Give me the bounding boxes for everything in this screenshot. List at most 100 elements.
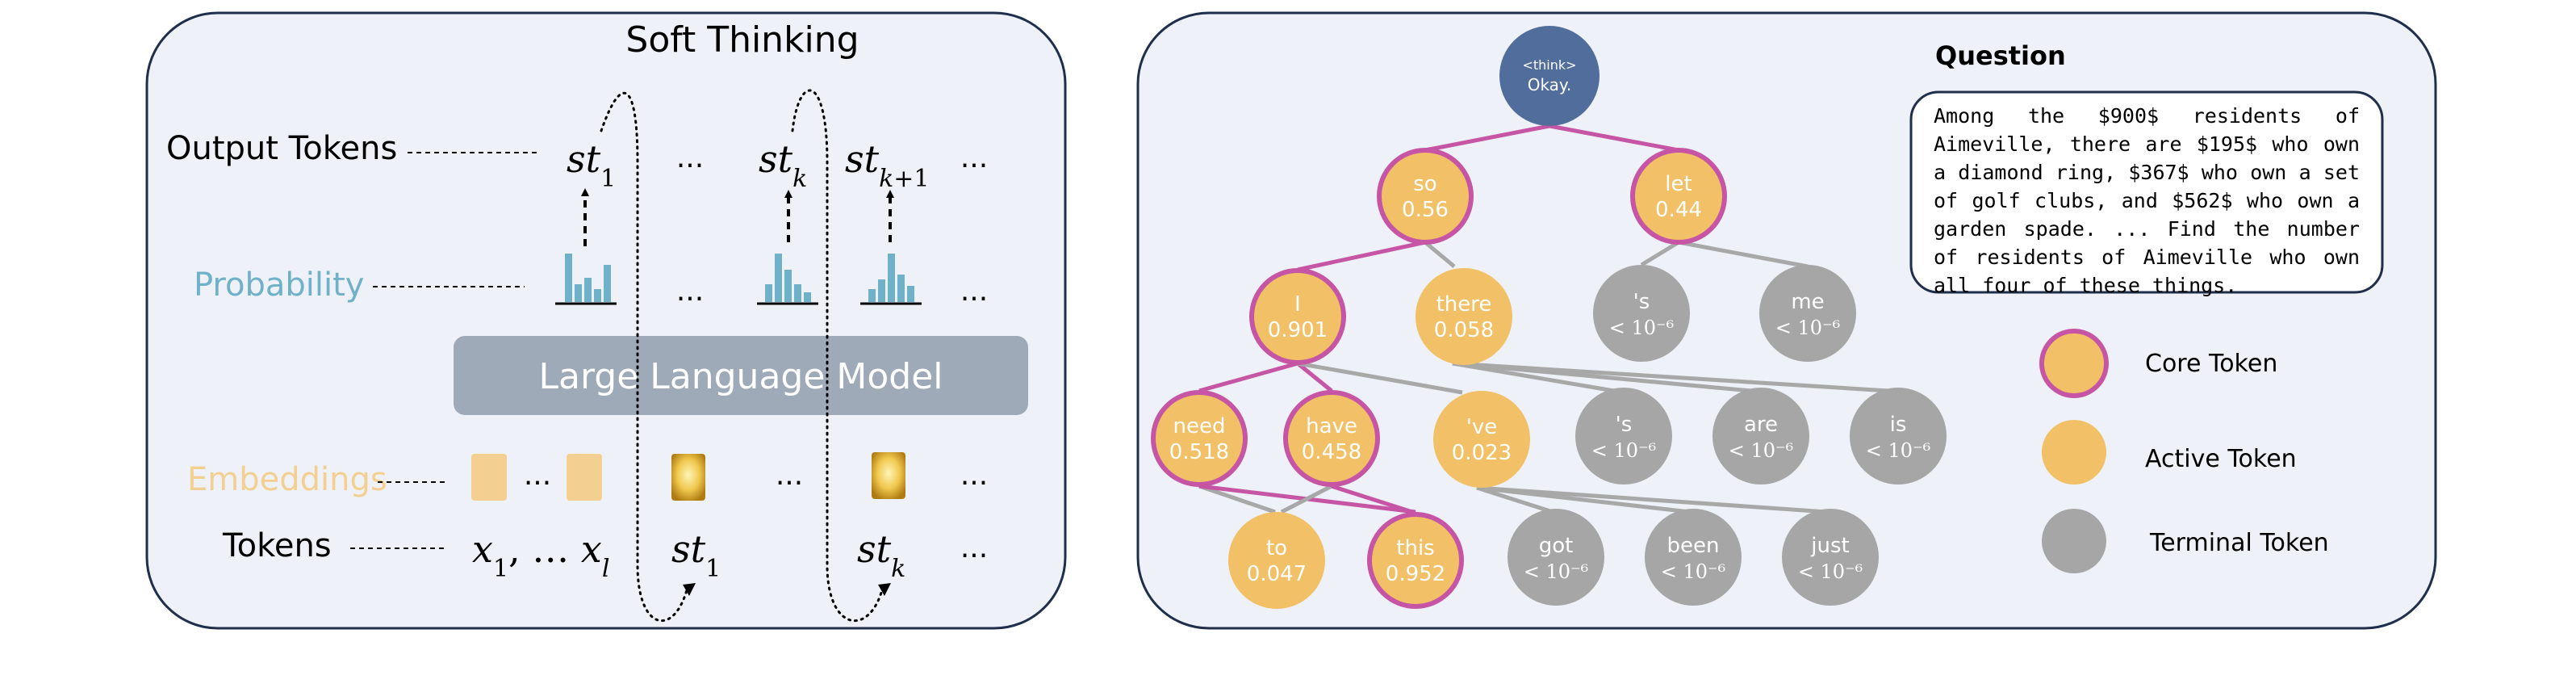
- edge-root-so: [1424, 124, 1550, 153]
- svg-text:< 10⁻⁶: < 10⁻⁶: [1591, 439, 1657, 462]
- edge-ve-just: [1476, 485, 1828, 514]
- node-me: me < 10⁻⁶: [1759, 265, 1856, 362]
- question-box-frame: [1909, 90, 2384, 294]
- node-s2: 's < 10⁻⁶: [1575, 388, 1672, 485]
- embedding-soft-k: [872, 452, 905, 499]
- input-ellipsis-end: ...: [960, 531, 988, 564]
- edge-I-ve: [1297, 361, 1463, 395]
- node-ve: 've 0.023: [1433, 391, 1530, 488]
- node-there: there 0.058: [1416, 268, 1512, 365]
- embedding-ellipsis-b: ...: [776, 459, 803, 492]
- node-have: have 0.458: [1283, 390, 1380, 487]
- svg-text:been: been: [1667, 534, 1720, 558]
- edge-let-me: [1678, 240, 1809, 269]
- svg-text:< 10⁻⁶: < 10⁻⁶: [1775, 317, 1841, 339]
- svg-text:just: just: [1810, 534, 1849, 558]
- svg-text:got: got: [1539, 534, 1574, 558]
- node-to: to 0.047: [1228, 512, 1325, 609]
- edge-have-to: [1280, 484, 1333, 514]
- node-is: is < 10⁻⁶: [1850, 388, 1947, 485]
- feedback-arrowhead-k: [878, 583, 891, 596]
- left-panel-frame: [145, 11, 1067, 630]
- llm-box: [454, 336, 1028, 415]
- node-so: so 0.56: [1377, 148, 1474, 245]
- svg-text:0.023: 0.023: [1452, 441, 1512, 465]
- legend-terminal-label: Terminal Token: [2149, 529, 2329, 557]
- legend-terminal-token: Terminal Token: [2042, 509, 2329, 573]
- probability-histogram-k1: [860, 254, 922, 305]
- svg-text:0.458: 0.458: [1302, 440, 1361, 464]
- legend-core-label: Core Token: [2145, 350, 2277, 378]
- embedding-square-1: [471, 454, 507, 501]
- svg-text:0.952: 0.952: [1386, 562, 1445, 586]
- probability-ellipsis: ...: [676, 275, 704, 308]
- node-got: got < 10⁻⁶: [1508, 509, 1604, 606]
- llm-label: Large Language Model: [538, 356, 943, 397]
- tree-edges: [1198, 124, 1889, 514]
- svg-text:me: me: [1791, 290, 1824, 314]
- svg-text:0.518: 0.518: [1169, 440, 1229, 464]
- svg-text:< 10⁻⁶: < 10⁻⁶: [1729, 439, 1794, 462]
- edge-need-to: [1198, 484, 1276, 514]
- svg-text:I: I: [1294, 292, 1301, 317]
- svg-text:let: let: [1665, 172, 1692, 196]
- probability-ellipsis-end: ...: [960, 275, 988, 308]
- feedback-loop-1: [600, 91, 689, 623]
- probability-histogram-k: [757, 254, 818, 305]
- output-ellipsis: ...: [676, 141, 704, 174]
- legend-core-token: Core Token: [2039, 329, 2277, 398]
- svg-text:so: so: [1413, 172, 1436, 196]
- edge-so-there: [1424, 241, 1456, 268]
- svg-text:< 10⁻⁶: < 10⁻⁶: [1609, 317, 1675, 339]
- embedding-soft-1: [671, 454, 705, 501]
- probability-label: Probability: [194, 266, 364, 304]
- edge-let-s1: [1640, 240, 1680, 267]
- embeddings-label: Embeddings: [187, 461, 387, 498]
- root-line1: <think>: [1522, 57, 1576, 73]
- svg-text:0.901: 0.901: [1268, 318, 1328, 342]
- question-title: Question: [1935, 40, 2066, 71]
- node-I: I 0.901: [1249, 268, 1346, 365]
- soft-thinking-panel: Soft Thinking Output Tokens Probability …: [145, 11, 1067, 630]
- edge-so-I: [1297, 240, 1426, 272]
- tokens-label: Tokens: [222, 527, 332, 564]
- svg-text:are: are: [1744, 413, 1778, 437]
- svg-text:< 10⁻⁶: < 10⁻⁶: [1798, 560, 1863, 583]
- tree-root-node: <think> Okay.: [1499, 26, 1600, 126]
- svg-text:0.058: 0.058: [1434, 318, 1494, 342]
- svg-text:'ve: 've: [1466, 415, 1498, 439]
- node-are: are < 10⁻⁶: [1712, 388, 1809, 485]
- svg-text:'s: 's: [1633, 290, 1650, 314]
- svg-text:'s: 's: [1616, 413, 1633, 437]
- svg-text:to: to: [1266, 536, 1287, 560]
- svg-text:0.047: 0.047: [1247, 562, 1307, 586]
- svg-text:0.56: 0.56: [1402, 198, 1449, 222]
- edge-I-need: [1198, 361, 1298, 393]
- edge-there-is: [1452, 361, 1889, 393]
- svg-text:need: need: [1173, 414, 1226, 438]
- node-this: this 0.952: [1367, 512, 1464, 609]
- output-ellipsis-end: ...: [960, 141, 988, 174]
- svg-text:have: have: [1306, 414, 1357, 438]
- edge-root-let: [1549, 124, 1679, 153]
- node-been: been < 10⁻⁶: [1645, 509, 1742, 606]
- edge-there-s2: [1452, 361, 1615, 393]
- token-tree-panel: <think> Okay. so 0.56 let 0.44 I 0.901 t…: [1136, 11, 2437, 630]
- svg-text:< 10⁻⁶: < 10⁻⁶: [1866, 439, 1931, 462]
- left-panel-title: Soft Thinking: [625, 19, 859, 61]
- svg-text:< 10⁻⁶: < 10⁻⁶: [1524, 560, 1589, 583]
- embedding-ellipsis-end: ...: [960, 459, 988, 492]
- node-s1: 's < 10⁻⁶: [1593, 265, 1690, 362]
- question-text: Among the $900$ residents of Aimeville, …: [1934, 104, 2360, 297]
- node-just: just < 10⁻⁶: [1782, 509, 1879, 606]
- legend: Core Token Active Token Terminal Token: [2039, 329, 2329, 573]
- embedding-ellipsis-a: ...: [524, 459, 551, 492]
- edge-ve-got: [1476, 485, 1554, 514]
- feedback-arrowhead-1: [683, 583, 696, 596]
- svg-text:< 10⁻⁶: < 10⁻⁶: [1661, 560, 1726, 583]
- edge-have-this: [1331, 484, 1413, 514]
- root-line2: Okay.: [1528, 75, 1572, 94]
- svg-text:0.44: 0.44: [1655, 198, 1702, 222]
- node-need: need 0.518: [1151, 390, 1248, 487]
- legend-active-label: Active Token: [2145, 445, 2297, 473]
